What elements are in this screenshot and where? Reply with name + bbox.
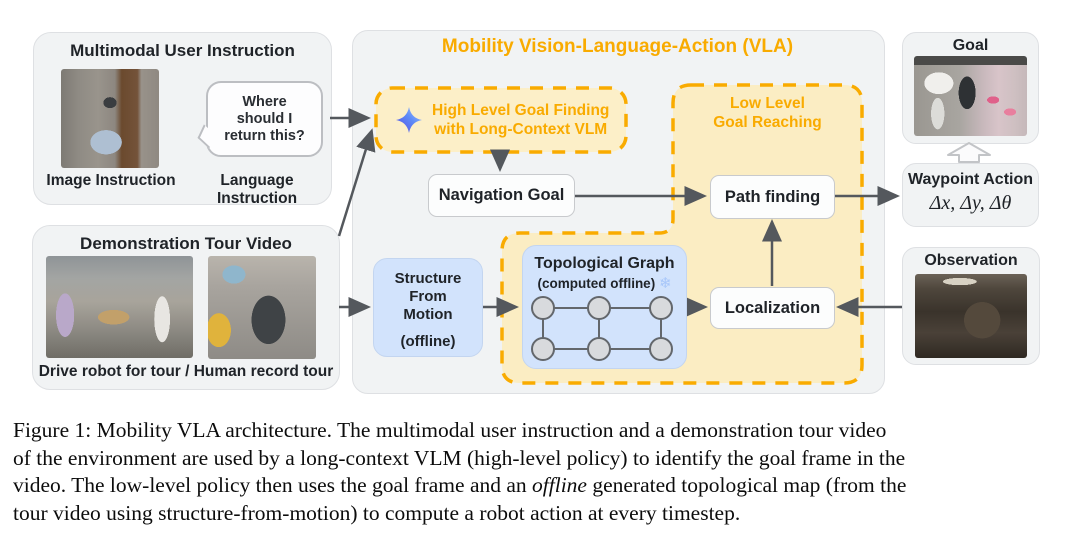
waypoint-formula: Δx, Δy, Δθ	[929, 192, 1012, 214]
bubble-line: should I	[236, 110, 293, 127]
caption-line: tour video using structure-from-motion) …	[13, 500, 741, 525]
image-instruction-label: Image Instruction	[46, 172, 176, 189]
observation-photo	[915, 274, 1027, 358]
figure-caption: Figure 1: Mobility VLA architecture. The…	[13, 417, 1071, 527]
sfm-offline: (offline)	[400, 333, 456, 350]
waypoint-to-goal-arrow	[947, 142, 991, 163]
multimodal-panel-title: Multimodal User Instruction	[70, 41, 295, 60]
structure-from-motion-box: Structure From Motion (offline)	[373, 258, 483, 357]
observation-title: Observation	[924, 252, 1018, 269]
caption-line: Figure 1: Mobility VLA architecture. The…	[13, 418, 887, 442]
robot-tour-photo	[46, 256, 193, 358]
waypoint-action-panel: Waypoint Action Δx, Δy, Δθ	[902, 163, 1039, 227]
language-instruction-label: Language Instruction	[216, 172, 298, 207]
graph-node	[531, 337, 555, 361]
multimodal-instruction-panel: Multimodal User Instruction Where should…	[33, 32, 332, 207]
graph-node	[587, 296, 611, 320]
caption-line: video. The low-level policy then uses th…	[13, 473, 907, 497]
waypoint-action-title: Waypoint Action	[907, 171, 1034, 188]
demo-panel-title: Demonstration Tour Video	[80, 234, 292, 253]
low-level-line1: Low Level	[730, 95, 805, 112]
path-finding-box: Path finding	[710, 175, 835, 219]
topological-graph-box: Topological Graph (computed offline) ❄	[522, 245, 687, 369]
high-level-line2: with Long-Context VLM	[434, 121, 608, 138]
low-level-line2: Goal Reaching	[713, 114, 822, 131]
goal-photo	[914, 56, 1027, 136]
human-tour-photo	[208, 256, 316, 359]
high-level-line1: High Level Goal Finding	[432, 102, 610, 119]
demo-tour-panel: Demonstration Tour Video Drive robot for…	[32, 225, 340, 390]
image-instruction-photo	[61, 69, 159, 168]
caption-line: of the environment are used by a long-co…	[13, 445, 906, 470]
goal-title: Goal	[952, 37, 989, 54]
goal-panel: Goal	[902, 32, 1039, 144]
vla-title: Mobility Vision-Language-Action (VLA)	[441, 36, 794, 57]
sfm-line3: Motion	[403, 306, 453, 323]
bubble-line: Where	[242, 93, 287, 110]
graph-node	[649, 296, 673, 320]
navigation-goal-box: Navigation Goal	[428, 174, 575, 217]
bubble-line: return this?	[224, 127, 305, 144]
graph-node	[531, 296, 555, 320]
localization-box: Localization	[710, 287, 835, 329]
low-level-goal-reaching-label: Low Level Goal Reaching	[673, 94, 862, 132]
graph-node	[649, 337, 673, 361]
sfm-line2: From	[409, 288, 447, 305]
sfm-line1: Structure	[394, 270, 462, 287]
high-level-goal-finding: High Level Goal Finding with Long-Contex…	[380, 91, 639, 149]
demo-tour-label: Drive robot for tour / Human record tour	[38, 363, 334, 380]
observation-panel: Observation	[902, 247, 1040, 365]
speech-bubble: Where should I return this?	[197, 81, 323, 157]
sparkle-icon-spacer	[396, 107, 422, 133]
topo-graph-drawing	[531, 296, 673, 361]
graph-node	[587, 337, 611, 361]
